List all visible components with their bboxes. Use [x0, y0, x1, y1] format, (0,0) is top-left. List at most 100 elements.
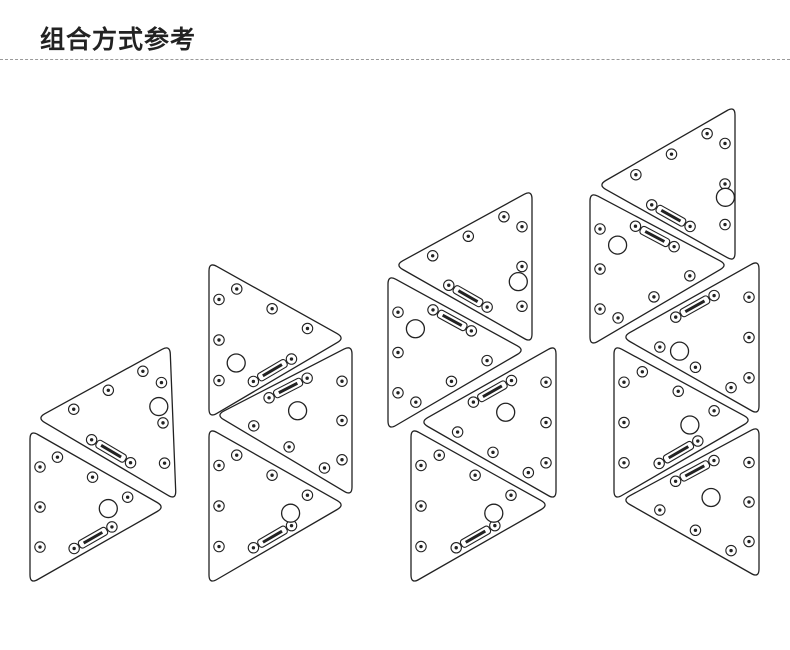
screw-center [437, 453, 441, 457]
screw-center [493, 523, 497, 528]
screw-center [217, 297, 221, 302]
screw-center [688, 224, 692, 229]
panel-outline [625, 428, 760, 576]
large-hole [496, 402, 516, 422]
screw-center [747, 335, 751, 340]
screw-center [217, 463, 221, 468]
screw-center [622, 461, 626, 465]
connector-pins [100, 444, 122, 459]
screw-center [723, 182, 727, 186]
panel-outline [208, 430, 342, 582]
screw-center [747, 460, 751, 465]
screw-center [658, 345, 662, 349]
screw-center [447, 283, 451, 287]
connector-pins [82, 531, 104, 545]
large-hole [715, 187, 736, 207]
screw-center [520, 225, 524, 229]
screw-center [340, 458, 344, 462]
connector-pins [262, 529, 283, 544]
combo-five-panels [589, 108, 760, 576]
screw-center [491, 450, 495, 455]
screw-center [38, 505, 42, 509]
large-hole [226, 353, 246, 373]
connector-pins [667, 445, 690, 460]
connector-strip [272, 377, 304, 399]
screw-center [729, 385, 733, 390]
connector-strip [77, 526, 109, 549]
screw-center [305, 326, 310, 331]
screw-center [696, 439, 700, 443]
triangle-panel [208, 430, 342, 582]
screw-center [322, 466, 327, 470]
panel-outline [398, 192, 533, 341]
screw-center [673, 479, 678, 483]
connector-pins [464, 529, 487, 544]
screw-center [217, 544, 221, 549]
screw-center [658, 508, 662, 512]
screw-center [217, 378, 221, 383]
large-hole [680, 415, 700, 435]
large-hole [484, 503, 504, 523]
screw-center [672, 244, 676, 249]
screw-center [454, 546, 458, 550]
panel-outline [410, 430, 546, 582]
screw-center [38, 465, 42, 469]
screw-center [747, 295, 751, 299]
screw-center [723, 222, 727, 227]
screw-center [747, 500, 751, 504]
triangle-panel [219, 347, 353, 494]
screw-center [520, 264, 524, 269]
dashed-divider [0, 59, 790, 60]
large-hole [607, 235, 628, 255]
connector-pins [482, 384, 503, 398]
screw-center [89, 438, 94, 442]
large-hole [149, 396, 169, 417]
screw-center [419, 504, 423, 508]
screw-center [414, 400, 418, 404]
panel-outline [601, 108, 736, 260]
connector-strip [639, 225, 671, 248]
screw-center [125, 495, 130, 499]
screw-center [674, 315, 678, 319]
triangle-panel [387, 277, 522, 428]
screw-center [396, 391, 400, 395]
screw-center [38, 545, 42, 549]
screw-center [431, 308, 435, 312]
connector-strip [679, 295, 711, 318]
screw-center [159, 380, 164, 385]
screw-center [106, 388, 111, 392]
screw-center [466, 234, 471, 238]
screw-center [688, 274, 692, 278]
screw-center [526, 470, 531, 475]
screw-center [473, 473, 477, 477]
screw-center [652, 295, 656, 299]
screw-center [509, 493, 513, 497]
triangle-panel [410, 430, 546, 582]
connector-strip [655, 204, 687, 227]
screw-center [676, 389, 680, 393]
connector-pins [684, 299, 706, 313]
screw-center [72, 407, 76, 411]
screw-center [235, 287, 239, 291]
connector-strip [452, 285, 484, 308]
combo-two-panels [29, 347, 177, 582]
screw-center [544, 461, 548, 465]
connector-strip [459, 525, 492, 548]
screw-center [729, 548, 733, 553]
screw-center [650, 203, 654, 207]
screw-center [128, 461, 133, 465]
triangle-panel [625, 262, 760, 413]
screw-center [110, 525, 114, 529]
screw-center [693, 528, 698, 533]
screw-center [267, 396, 271, 400]
connector-strip [257, 525, 288, 548]
screw-center [55, 455, 60, 459]
connector-pins [457, 289, 479, 303]
triangle-panel [589, 194, 725, 344]
large-hole [508, 271, 528, 292]
screw-center [217, 338, 221, 342]
screw-center [509, 378, 514, 383]
triangle-panel [625, 428, 760, 576]
screw-center [622, 420, 626, 425]
screw-center [419, 463, 423, 468]
